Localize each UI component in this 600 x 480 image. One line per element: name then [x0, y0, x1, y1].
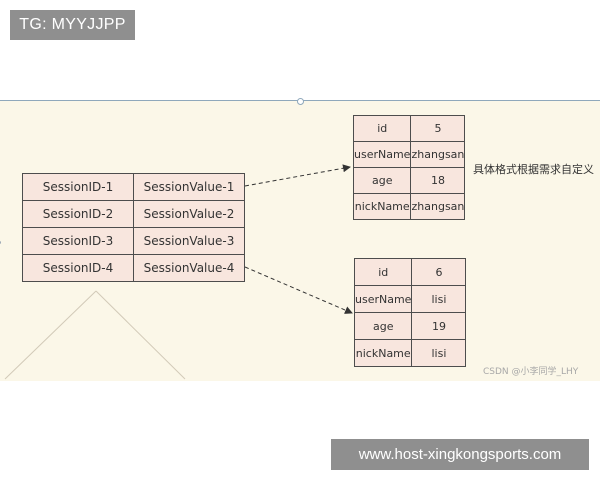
field-name-cell: userName	[353, 285, 413, 313]
detail-row: nickName lisi	[353, 339, 467, 367]
session-id-cell: SessionID-2	[22, 200, 134, 228]
session-id-cell: SessionID-4	[22, 254, 134, 282]
session-row: SessionID-4 SessionValue-4	[22, 254, 245, 282]
detail-row: age 19	[353, 312, 467, 340]
field-value-cell: 5	[410, 115, 466, 142]
session-row: SessionID-2 SessionValue-2	[22, 200, 245, 228]
background-decoration	[4, 290, 186, 380]
arrow-session4-to-user6	[244, 266, 353, 314]
channel-tag: TG: MYYJJPP	[10, 10, 135, 40]
panel-handle	[297, 98, 304, 105]
detail-row: nickName zhangsan	[352, 193, 466, 220]
session-id-cell: SessionID-3	[22, 227, 134, 255]
field-value-cell: 18	[410, 167, 466, 194]
session-table: SessionID-1 SessionValue-1 SessionID-2 S…	[22, 173, 245, 282]
decor-line-right	[95, 290, 186, 380]
field-value-cell: zhangsan	[410, 193, 466, 220]
format-note: 具体格式根据需求自定义	[473, 163, 594, 176]
field-name-cell: id	[353, 258, 413, 286]
arrow-session1-to-user5	[244, 164, 351, 187]
session-id-cell: SessionID-1	[22, 173, 134, 201]
field-name-cell: age	[353, 312, 413, 340]
detail-table-user-6: id 6 userName lisi age 19 nickName lisi	[353, 258, 467, 367]
field-name-cell: age	[352, 167, 412, 194]
detail-table-user-5: id 5 userName zhangsan age 18 nickName z…	[352, 115, 466, 220]
decor-line-left	[4, 290, 97, 380]
source-watermark: CSDN @小李同学_LHY	[483, 367, 579, 377]
detail-row: id 5	[352, 115, 466, 142]
edge-marker	[0, 241, 1, 244]
field-name-cell: id	[352, 115, 412, 142]
field-name-cell: nickName	[353, 339, 413, 367]
site-banner: www.host-xingkongsports.com	[331, 439, 589, 470]
field-value-cell: lisi	[411, 339, 467, 367]
diagram-panel: SessionID-1 SessionValue-1 SessionID-2 S…	[0, 98, 600, 381]
session-value-cell: SessionValue-4	[133, 254, 245, 282]
field-name-cell: nickName	[352, 193, 412, 220]
detail-row: age 18	[352, 167, 466, 194]
connector-layer	[244, 164, 353, 314]
field-value-cell: zhangsan	[410, 141, 466, 168]
session-value-cell: SessionValue-2	[133, 200, 245, 228]
